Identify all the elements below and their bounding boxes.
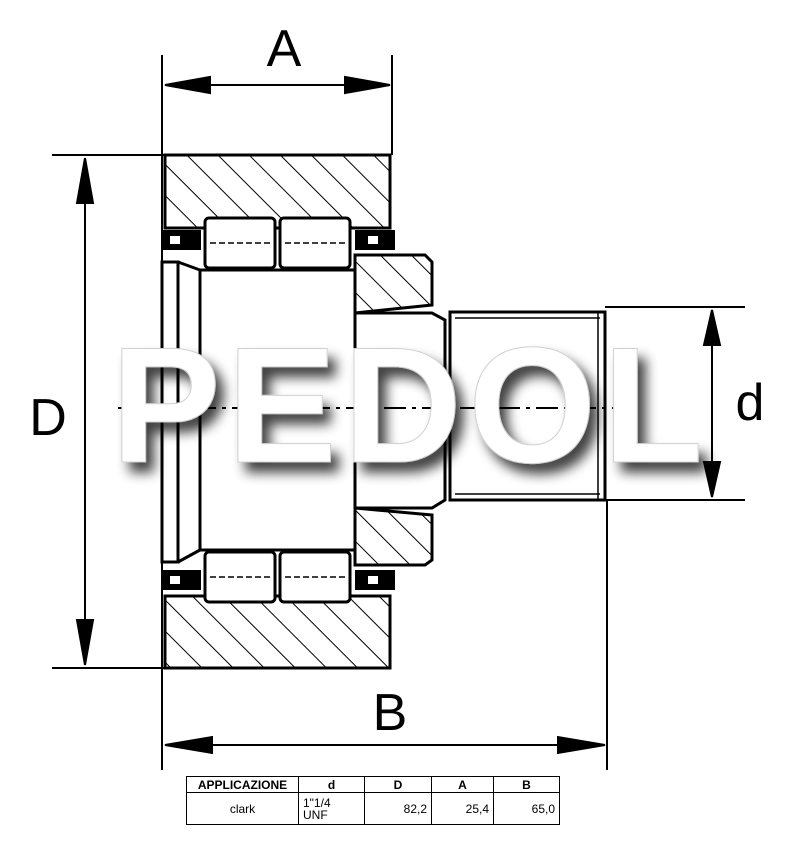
header-d-small: d [298,776,365,793]
dim-label-A: A [267,20,302,78]
watermark-logo: PEDOL [111,313,709,497]
cell-D: 82,2 [364,792,432,825]
cell-B: 65,0 [493,792,560,825]
dimension-lines [75,75,722,755]
dim-label-d: d [736,374,765,432]
header-D: D [364,776,432,793]
needle-rollers [203,216,352,604]
extension-lines [52,55,745,770]
cell-d-small: 1"1/4 UNF [298,792,365,825]
cell-A: 25,4 [431,792,494,825]
header-applicazione: APPLICAZIONE [186,776,299,793]
dim-label-B: B [373,684,408,742]
cell-d-line2: UNF [303,807,328,822]
table-row: clark 1"1/4 UNF 82,2 25,4 65,0 [186,792,560,825]
table-header-row: APPLICAZIONE d D A B [186,776,560,793]
cam-follower-drawing: A D d B PEDOL [29,20,765,770]
cell-applicazione: clark [186,792,299,825]
header-B: B [493,776,560,793]
seals [163,230,395,590]
dim-label-D: D [29,389,67,447]
header-A: A [431,776,494,793]
stud-body [160,253,447,567]
specification-table: APPLICAZIONE d D A B clark 1"1/4 UNF 82,… [186,776,560,825]
outer-ring [163,153,392,670]
cell-d-line1: 1"1/4 [303,795,331,810]
threaded-shaft [448,310,607,502]
